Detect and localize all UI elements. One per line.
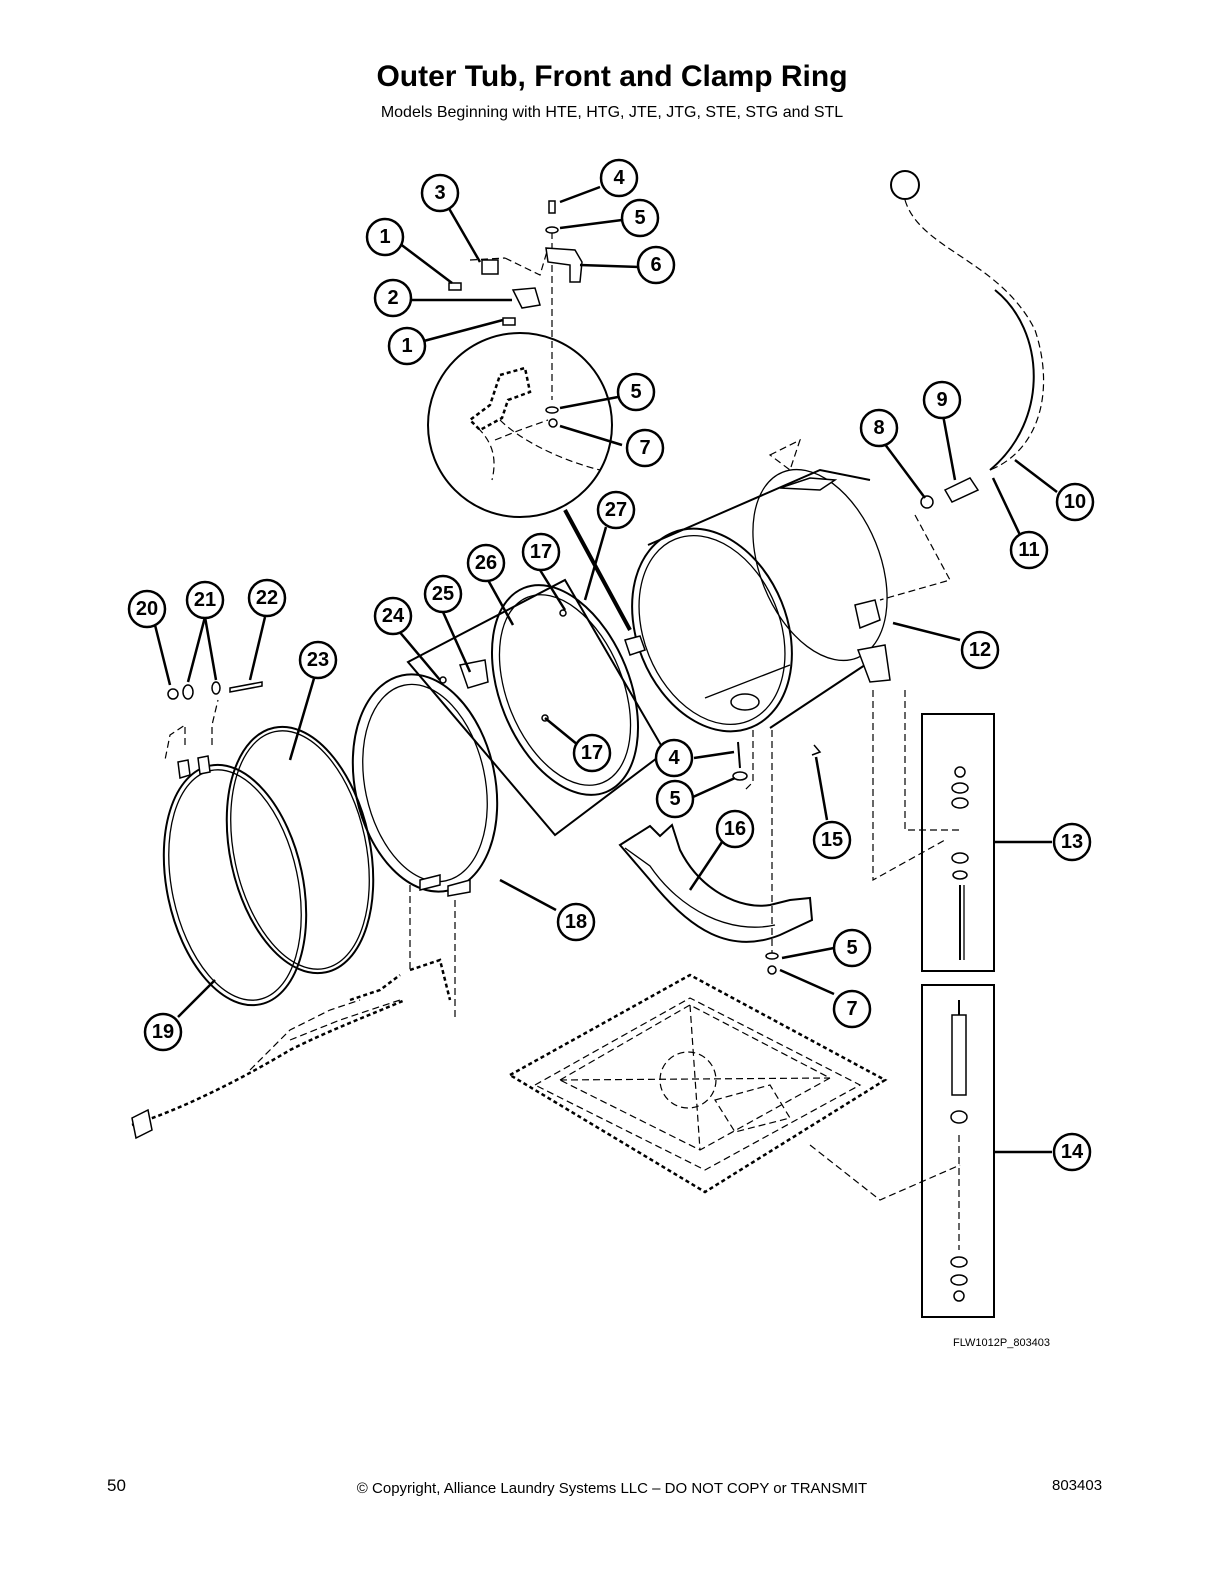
svg-text:14: 14 — [1061, 1141, 1084, 1163]
spring-detail-panel — [872, 690, 995, 972]
svg-text:9: 9 — [936, 389, 947, 411]
outer-tub — [624, 438, 951, 733]
callout-1: 1 — [387, 326, 427, 366]
callout-5: 5 — [832, 928, 872, 968]
page-title: Outer Tub, Front and Clamp Ring — [376, 60, 848, 93]
svg-text:27: 27 — [605, 499, 627, 521]
svg-text:17: 17 — [581, 742, 603, 764]
svg-text:4: 4 — [668, 747, 680, 769]
svg-text:20: 20 — [136, 598, 158, 620]
svg-text:26: 26 — [475, 552, 497, 574]
svg-text:19: 19 — [152, 1021, 174, 1043]
svg-text:1: 1 — [401, 335, 412, 357]
page-subtitle: Models Beginning with HTE, HTG, JTE, JTG… — [380, 104, 844, 121]
pressure-hose — [890, 170, 1045, 509]
callout-14: 14 — [1052, 1132, 1092, 1172]
svg-text:5: 5 — [669, 788, 680, 810]
callout-16: 16 — [715, 809, 755, 849]
callout-5: 5 — [655, 779, 695, 819]
callout-10: 10 — [1055, 482, 1095, 522]
callout-19: 19 — [143, 1012, 183, 1052]
callout-7: 7 — [625, 428, 665, 468]
svg-text:5: 5 — [634, 207, 645, 229]
svg-text:6: 6 — [650, 254, 661, 276]
callout-17: 17 — [572, 733, 612, 773]
callout-21: 21 — [185, 580, 225, 620]
svg-text:2: 2 — [387, 287, 398, 309]
svg-text:7: 7 — [639, 437, 650, 459]
callout-15: 15 — [812, 820, 852, 860]
callout-9: 9 — [922, 380, 962, 420]
svg-text:16: 16 — [724, 818, 746, 840]
svg-text:4: 4 — [613, 167, 625, 189]
svg-text:18: 18 — [565, 911, 587, 933]
svg-text:24: 24 — [382, 605, 405, 627]
svg-text:10: 10 — [1064, 491, 1086, 513]
svg-text:21: 21 — [194, 589, 216, 611]
callout-8: 8 — [859, 408, 899, 448]
svg-text:13: 13 — [1061, 831, 1083, 853]
clamp-hardware — [167, 681, 263, 700]
svg-text:1: 1 — [379, 226, 390, 248]
callout-13: 13 — [1052, 822, 1092, 862]
svg-text:22: 22 — [256, 587, 278, 609]
callout-17: 17 — [521, 532, 561, 572]
svg-text:11: 11 — [1018, 539, 1039, 561]
svg-text:12: 12 — [969, 639, 991, 661]
tub-support-bracket — [618, 730, 822, 975]
callout-6: 6 — [636, 245, 676, 285]
callout-1: 1 — [365, 217, 405, 257]
callout-25: 25 — [423, 574, 463, 614]
svg-text:5: 5 — [630, 381, 641, 403]
callout-5: 5 — [620, 198, 660, 238]
svg-text:15: 15 — [821, 829, 843, 851]
drawing-code: FLW1012P_803403 — [953, 1337, 1051, 1349]
top-hardware — [448, 200, 583, 428]
callout-12: 12 — [960, 630, 1000, 670]
callout-27: 27 — [596, 490, 636, 530]
wire-harness — [131, 885, 456, 1140]
callout-5: 5 — [616, 372, 656, 412]
callout-20: 20 — [127, 589, 167, 629]
svg-text:23: 23 — [307, 649, 329, 671]
callout-4: 4 — [654, 738, 694, 778]
damper-detail-panel — [921, 984, 995, 1318]
leader-lines — [153, 185, 1058, 1154]
svg-text:25: 25 — [432, 583, 454, 605]
svg-text:3: 3 — [434, 182, 445, 204]
callout-11: 11 — [1009, 530, 1049, 570]
page-number: 50 — [107, 1476, 126, 1495]
svg-text:17: 17 — [530, 541, 552, 563]
svg-text:8: 8 — [873, 417, 884, 439]
base-frame — [507, 973, 961, 1201]
copyright-notice: © Copyright, Alliance Laundry Systems LL… — [356, 1480, 868, 1497]
callout-24: 24 — [373, 596, 413, 636]
svg-text:5: 5 — [846, 937, 857, 959]
callout-4: 4 — [599, 158, 639, 198]
clamp-seal-ring — [351, 673, 499, 897]
callout-3: 3 — [420, 173, 460, 213]
callout-26: 26 — [466, 543, 506, 583]
callout-2: 2 — [373, 278, 413, 318]
callout-18: 18 — [556, 902, 596, 942]
document-number: 803403 — [1052, 1477, 1103, 1494]
callouts: 1 2 3 1 4 5 6 5 7 8 9 10 11 27 17 26 25 … — [127, 158, 1095, 1172]
svg-text:7: 7 — [846, 998, 857, 1020]
callout-7: 7 — [832, 989, 872, 1029]
clamp-ring — [162, 699, 375, 1007]
callout-22: 22 — [247, 578, 287, 618]
detail-magnifier — [427, 232, 632, 631]
callout-23: 23 — [298, 640, 338, 680]
